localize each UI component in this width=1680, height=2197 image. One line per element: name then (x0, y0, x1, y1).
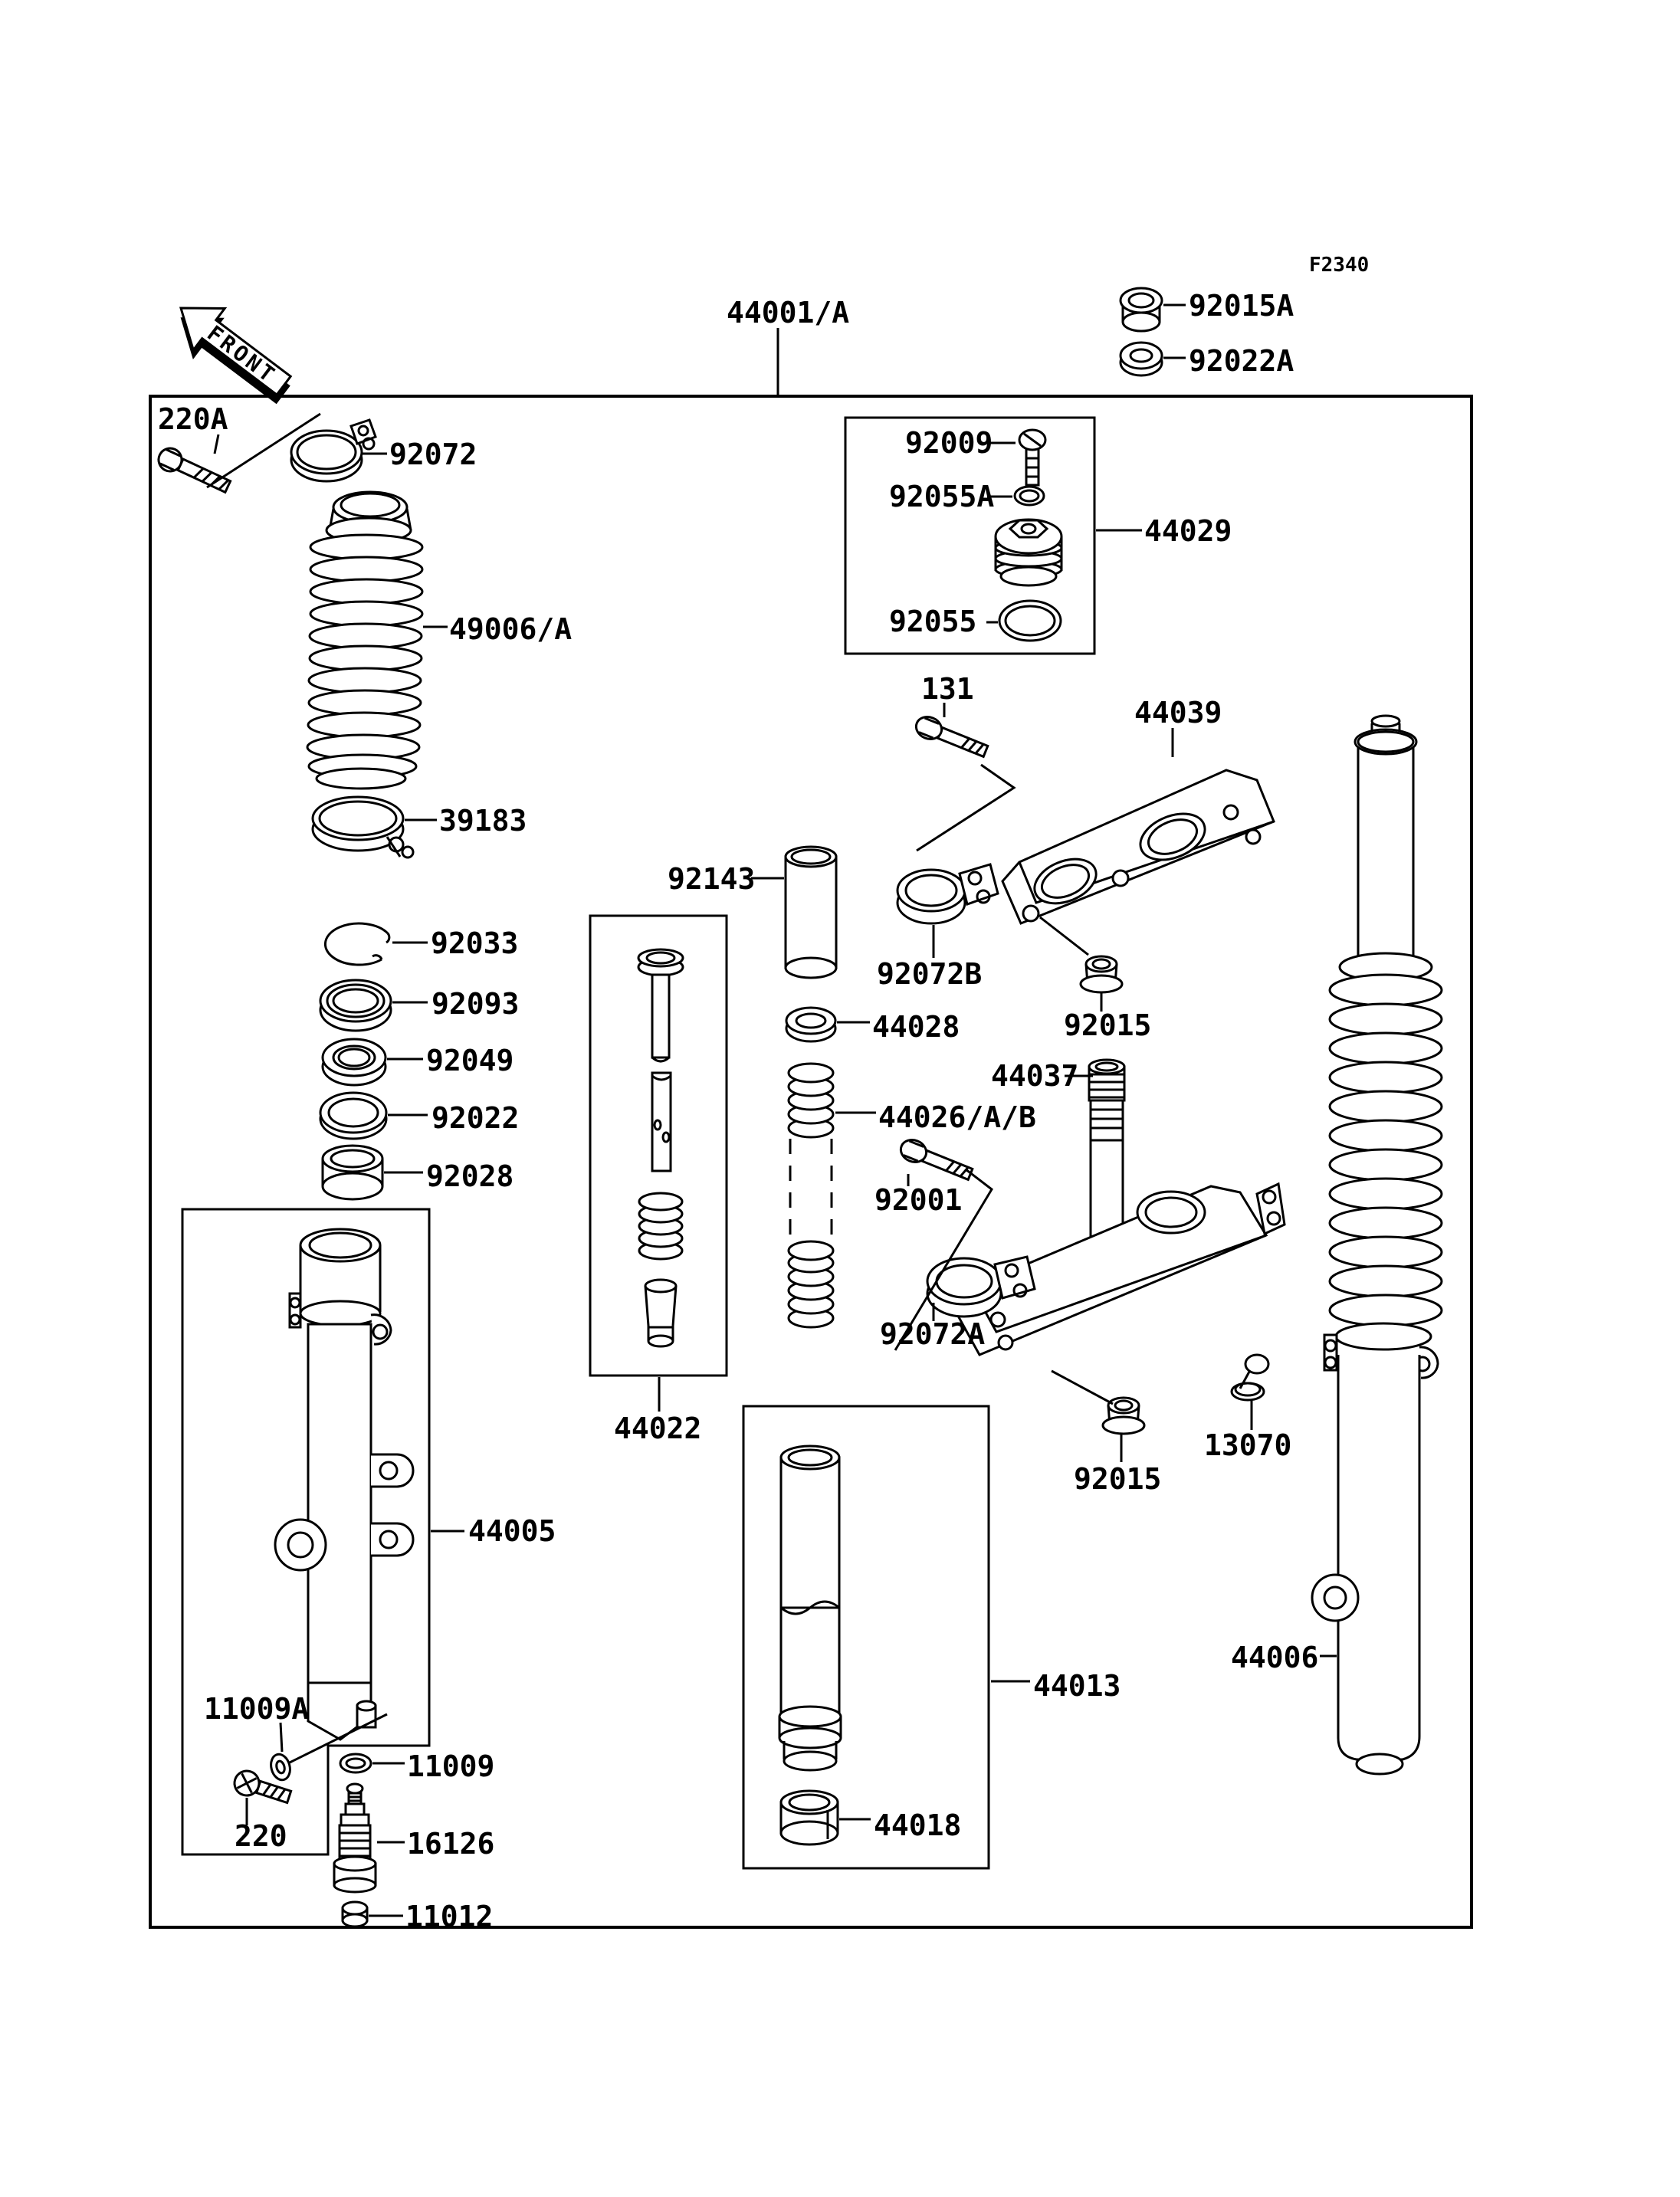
box-44022 (589, 914, 728, 1377)
part-label-92022: 92022 (431, 1101, 519, 1135)
washer-11009A-drawing (270, 1753, 291, 1782)
air-valve-16126-drawing (333, 1782, 377, 1894)
part-label-220a: 220A (158, 402, 228, 436)
part-label-11009a: 11009A (204, 1692, 309, 1726)
clamp-92072B-drawing (896, 863, 999, 925)
part-label-92015a: 92015A (1189, 289, 1294, 323)
cap-11012-drawing (341, 1900, 369, 1928)
part-label-44022: 44022 (614, 1412, 701, 1445)
part-label-44028: 44028 (872, 1010, 960, 1044)
fork-assembly-44006-drawing (1311, 714, 1443, 1776)
outer-tube-44013-drawing (778, 1444, 842, 1772)
part-label-92093: 92093 (431, 987, 519, 1021)
front-arrow-face (179, 307, 293, 397)
screw-92009-drawing (1018, 428, 1047, 487)
bolt-131-drawing (914, 716, 989, 759)
part-label-92072b: 92072B (877, 957, 982, 991)
part-label-49006a: 49006/A (449, 612, 572, 646)
part-label-92022a: 92022A (1189, 344, 1294, 378)
clamp-39183-drawing (311, 795, 415, 859)
nut-92015-upper-drawing (1079, 955, 1124, 994)
part-label-44006: 44006 (1231, 1641, 1318, 1674)
figure-code: F2340 (1309, 254, 1369, 277)
oring-11009-drawing (339, 1753, 372, 1774)
part-label-44037: 44037 (991, 1059, 1078, 1093)
washer-92022A-drawing (1119, 341, 1163, 377)
oring-92055-drawing (998, 599, 1062, 642)
oring-92055A-drawing (1013, 485, 1045, 507)
washer-44028-drawing (785, 1006, 837, 1043)
part-label-92072: 92072 (389, 438, 477, 471)
tube-92143-drawing (784, 845, 838, 979)
nut-92015-lower-drawing (1101, 1396, 1146, 1435)
clip-13070-drawing (1230, 1353, 1270, 1402)
part-label-44001a: 44001/A (727, 296, 849, 330)
part-label-131: 131 (921, 672, 974, 706)
part-labels: F2340 44001/A 92015A 92022A 220A 92072 4… (158, 254, 1369, 1933)
fork-boot-49006-drawing (306, 490, 424, 790)
circlip-92033-drawing (323, 922, 391, 966)
diagram-frames (149, 395, 1473, 1929)
part-label-11009: 11009 (407, 1749, 494, 1783)
clamp-92072A-drawing (926, 1255, 1036, 1318)
part-label-44018: 44018 (874, 1808, 961, 1842)
part-label-44029: 44029 (1144, 514, 1232, 548)
part-label-44026ab: 44026/A/B (878, 1100, 1036, 1134)
box-44013 (742, 1405, 990, 1870)
part-label-92033: 92033 (431, 926, 518, 960)
part-label-92072a: 92072A (880, 1317, 985, 1351)
bushing-92028-drawing (321, 1144, 384, 1201)
spring-44026-drawing (787, 1062, 835, 1329)
box-44005 (181, 1208, 431, 1856)
clamp-92072-drawing (290, 418, 377, 483)
part-label-92009: 92009 (905, 426, 993, 460)
part-label-92055a: 92055A (889, 480, 994, 513)
part-label-92015-upper: 92015 (1064, 1008, 1151, 1042)
box-44029 (844, 416, 1096, 655)
damper-rod-44022-drawing (637, 948, 684, 1348)
seal-92093-drawing (319, 979, 392, 1032)
part-label-13070: 13070 (1204, 1428, 1291, 1462)
upper-holder-44039-drawing (1001, 769, 1275, 925)
screw-220-drawing (233, 1769, 293, 1805)
part-label-92028: 92028 (426, 1159, 514, 1193)
washer-92022-drawing (319, 1091, 388, 1140)
part-label-44013: 44013 (1033, 1669, 1121, 1703)
part-label-16126: 16126 (407, 1827, 494, 1861)
part-label-92015-lower: 92015 (1074, 1462, 1161, 1496)
fork-slider-44005-drawing (274, 1228, 415, 1741)
part-label-92055: 92055 (889, 605, 976, 638)
part-label-92143: 92143 (668, 862, 755, 896)
guide-bushing-44018-drawing (779, 1789, 839, 1846)
part-label-92049: 92049 (426, 1044, 514, 1077)
screw-220A-drawing (157, 447, 232, 494)
main-frame (149, 395, 1473, 1929)
leader-lines (206, 303, 1337, 1917)
nut-92015A-drawing (1119, 287, 1163, 333)
steering-stem-44037-drawing (953, 1058, 1286, 1356)
part-label-11012: 11012 (405, 1900, 493, 1933)
seal-92049-drawing (321, 1038, 387, 1087)
fork-cap-44029-drawing (994, 518, 1063, 587)
part-label-220: 220 (235, 1819, 287, 1853)
part-label-92001: 92001 (874, 1183, 962, 1217)
part-label-39183: 39183 (439, 804, 527, 838)
bolt-92001-drawing (899, 1139, 974, 1182)
part-label-44039: 44039 (1134, 696, 1222, 730)
part-label-44005: 44005 (468, 1514, 556, 1548)
